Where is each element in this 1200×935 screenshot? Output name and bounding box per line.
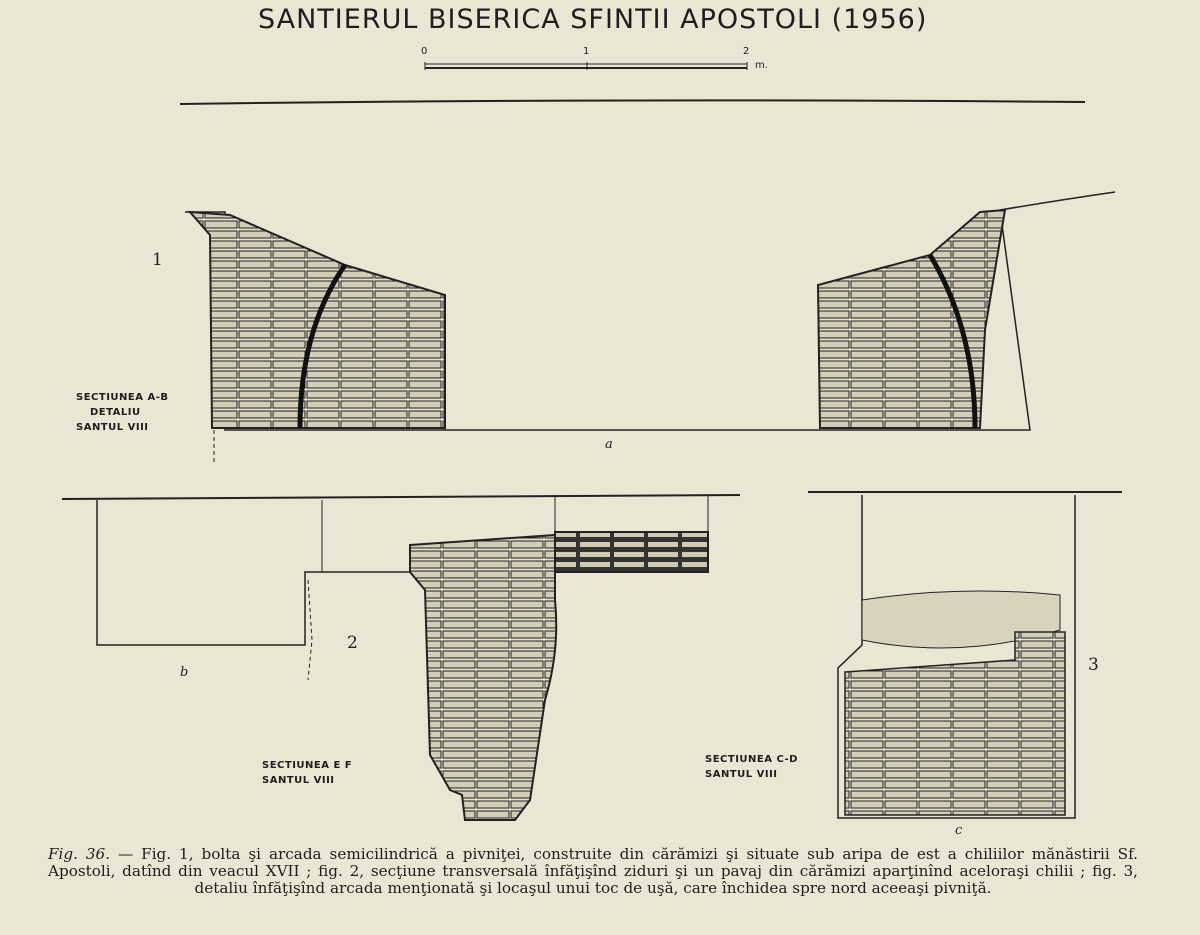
scale-bar: [424, 62, 748, 70]
label-line: SECTIUNEA A-B: [76, 392, 169, 403]
scale-tick-2: 2: [743, 46, 750, 57]
figure-letter-c: c: [955, 823, 963, 838]
figure-number-3: 3: [1088, 655, 1099, 675]
section-label-c-d: SECTIUNEA C-D SANTUL VIII: [705, 752, 798, 782]
section-a-b-drawing: [179, 99, 1116, 462]
figure-letter-b: b: [180, 665, 189, 680]
scale-tick-1: 1: [583, 46, 590, 57]
label-line: SANTUL VIII: [76, 422, 149, 433]
label-line: SANTUL VIII: [705, 769, 778, 780]
scale-tick-0: 0: [421, 46, 428, 57]
scale-unit: m.: [755, 60, 768, 71]
label-line: SANTUL VIII: [262, 775, 335, 786]
figure-caption: Fig. 36. — Fig. 1, bolta şi arcada semic…: [48, 846, 1138, 897]
label-line: SECTIUNEA C-D: [705, 754, 798, 765]
section-e-f-drawing: [61, 494, 741, 821]
label-line: DETALIU: [90, 407, 141, 418]
figure-letter-a: a: [605, 437, 613, 452]
section-label-e-f: SECTIUNEA E F SANTUL VIII: [262, 758, 352, 788]
figure-number-1: 1: [152, 250, 163, 270]
section-c-d-drawing: [808, 491, 1122, 819]
drawing-title: SANTIERUL BISERICA SFINTII APOSTOLI (195…: [258, 4, 928, 35]
figure-number-2: 2: [347, 633, 358, 653]
caption-text: — Fig. 1, bolta şi arcada semicilindrică…: [48, 845, 1138, 897]
section-label-a-b: SECTIUNEA A-B DETALIU SANTUL VIII: [76, 390, 168, 435]
caption-fig-ref: Fig. 36.: [48, 845, 111, 863]
label-line: SECTIUNEA E F: [262, 760, 353, 771]
